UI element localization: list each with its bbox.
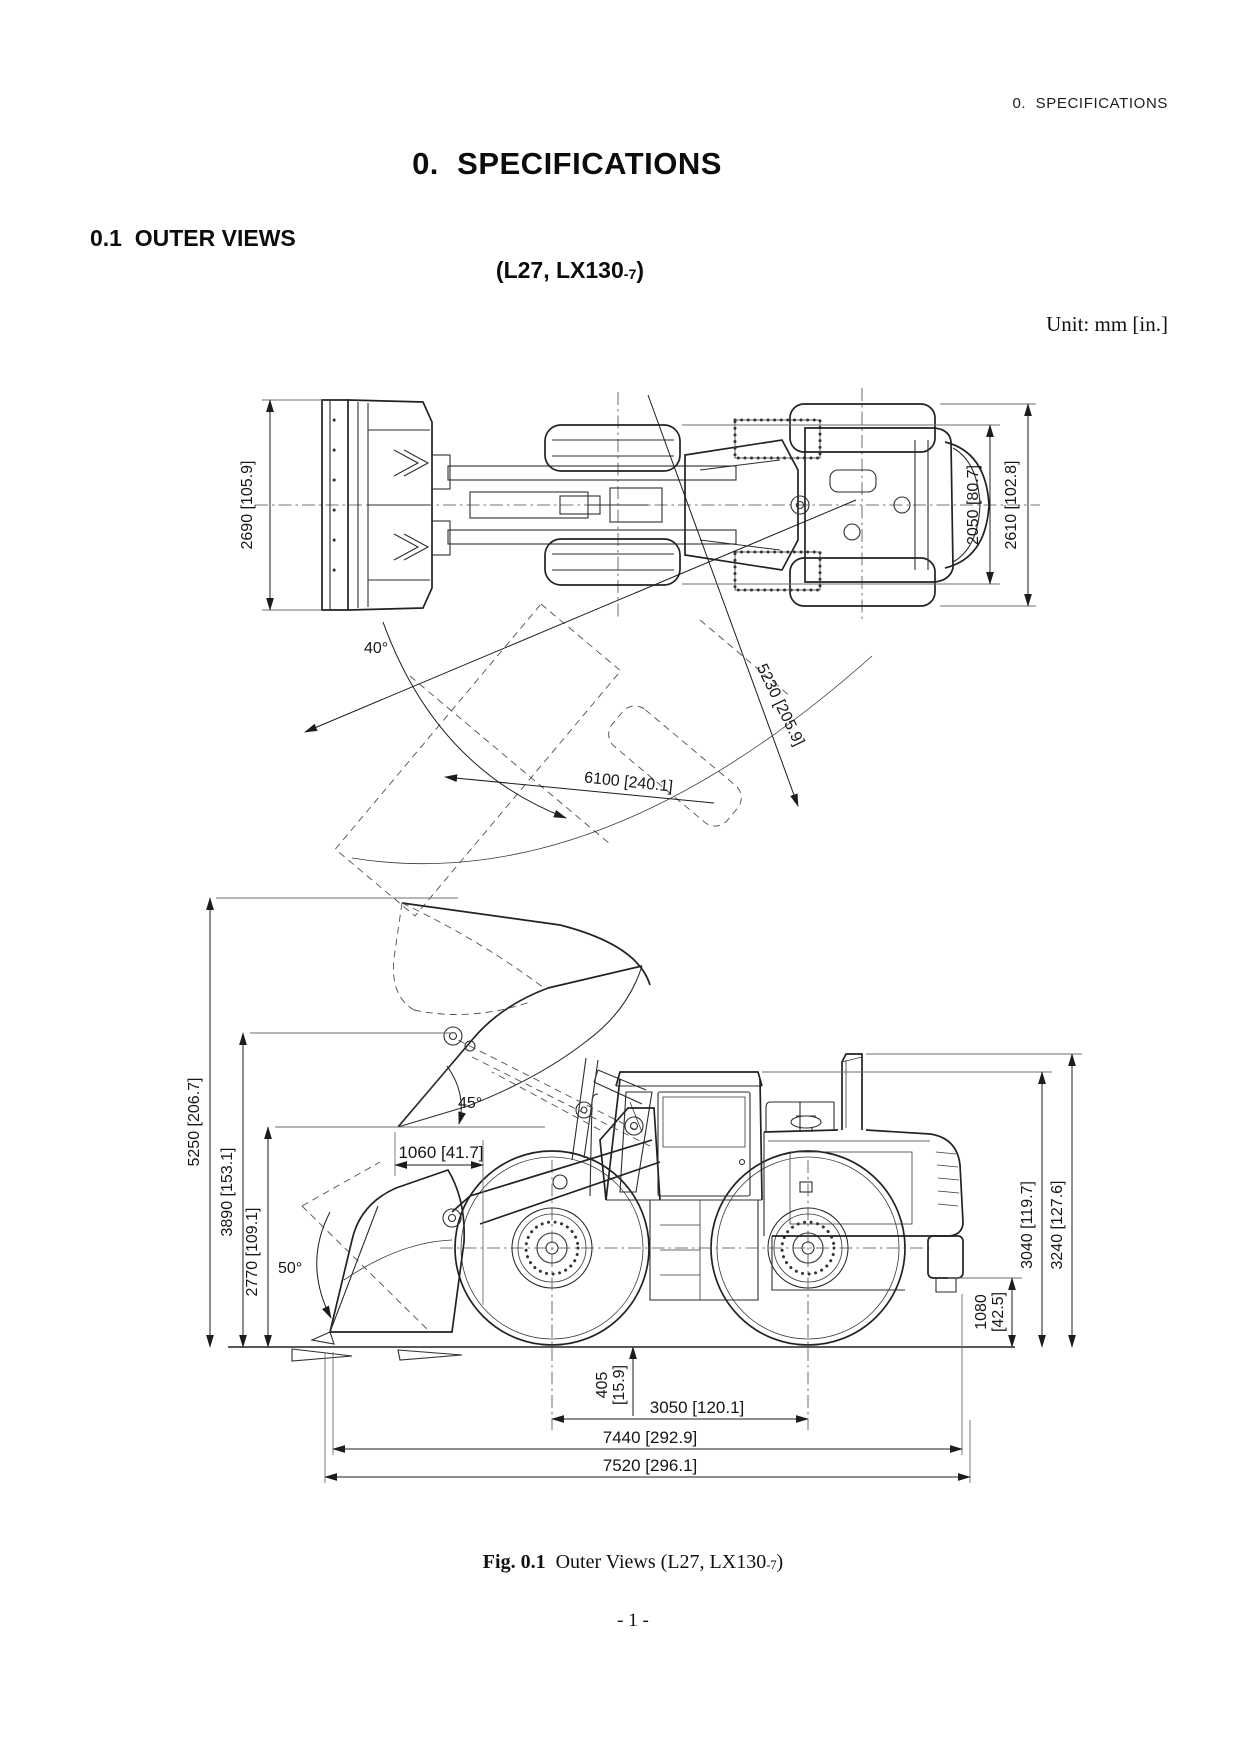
top-articulated-dashed: [334, 603, 791, 917]
dim-tread-width: 2050 [80.7]: [965, 465, 982, 545]
top-rear-frame: [733, 403, 990, 607]
top-bucket: [321, 399, 433, 611]
model-main: (L27, LX130: [495, 257, 624, 283]
air-precleaner: [790, 1115, 822, 1132]
dump-angle-arc: [446, 1065, 466, 1125]
dim-cab-height: 3040 [119.7]: [1019, 1181, 1036, 1269]
engine-hood: [763, 1101, 964, 1237]
hood-handrail: [765, 1101, 835, 1132]
cab-door: [657, 1091, 751, 1197]
lift-arm: [451, 1139, 661, 1225]
figure-caption-subscript: -7: [766, 1558, 777, 1572]
dim-ground-clearance-in: [15.9]: [611, 1365, 628, 1405]
loader-linkage: [442, 1057, 661, 1228]
counterweight: [927, 1235, 964, 1293]
steer-ray: [304, 499, 857, 733]
page-title: 0. SPECIFICATIONS: [412, 146, 722, 181]
top-view-drawing: 2690 [105.9] 2050 [80.7] 2610 [102.8] 40…: [239, 388, 1040, 917]
dim-dump-clearance: 2770 [109.1]: [244, 1208, 261, 1297]
dim-hinge-pin-height: 3890 [153.1]: [219, 1148, 236, 1237]
running-header: 0. SPECIFICATIONS: [1012, 95, 1168, 112]
top-front-wheels: [544, 424, 681, 586]
hood-side-panel: [789, 1151, 913, 1225]
ground-wedges: [291, 1348, 463, 1362]
dim-overall-height-raised: 5250 [206.7]: [186, 1078, 203, 1167]
bucket-raised: [392, 902, 651, 1147]
figure-caption-text: Outer Views (L27, LX130: [545, 1551, 767, 1573]
radius-5230-line: [647, 394, 799, 807]
page-number: - 1 -: [617, 1610, 649, 1631]
door-window: [662, 1096, 746, 1148]
model-designation: (L27, LX130-7): [496, 257, 644, 284]
unit-note: Unit: mm [in.]: [1046, 312, 1168, 336]
cab: [589, 1071, 763, 1201]
dim-wheelbase: 3050 [120.1]: [650, 1398, 745, 1417]
rollback-angle-arc: [316, 1211, 332, 1319]
bucket-ground: [291, 1161, 466, 1362]
exhaust-stack: [841, 1053, 863, 1130]
model-end: ): [636, 257, 645, 283]
model-subscript: -7: [623, 267, 637, 283]
windshield: [619, 1091, 653, 1193]
dim-rear-clearance-in: [42.5]: [990, 1292, 1007, 1332]
dim-bucket-width: 2690 [105.9]: [239, 461, 256, 550]
dim-ground-clearance-mm: 405: [594, 1372, 611, 1399]
underbody: [649, 1200, 905, 1301]
top-lift-arms: [431, 454, 737, 556]
dim-overall-width: 2610 [102.8]: [1003, 461, 1020, 550]
dim-dump-reach: 1060 [41.7]: [398, 1143, 483, 1162]
tilt-cylinder: [593, 1069, 647, 1105]
steer-arc: [382, 621, 567, 819]
figure-caption-end: ): [776, 1551, 784, 1573]
figure-caption: Fig. 0.1 Outer Views (L27, LX130-7): [483, 1551, 783, 1574]
section-heading: 0.1 OUTER VIEWS: [90, 225, 296, 251]
side-view-drawing: 5250 [206.7] 3890 [153.1] 2770 [109.1] 1…: [186, 897, 1082, 1483]
top-front-frame: [684, 439, 810, 571]
dim-length-less-bucket: 7440 [292.9]: [603, 1428, 698, 1447]
radius-6100-line: [444, 774, 715, 804]
dim-overall-height-stack: 3240 [127.6]: [1049, 1181, 1066, 1270]
figure-caption-label: Fig. 0.1: [482, 1551, 546, 1573]
turning-arc: [351, 655, 873, 864]
dim-articulation-angle: 40°: [364, 640, 388, 657]
dim-overall-length: 7520 [296.1]: [603, 1456, 698, 1475]
rear-grille: [935, 1151, 960, 1207]
dim-rollback-angle: 50°: [278, 1260, 302, 1277]
dim-rear-clearance-mm: 1080: [973, 1294, 990, 1330]
dim-dump-angle: 45°: [458, 1095, 482, 1112]
